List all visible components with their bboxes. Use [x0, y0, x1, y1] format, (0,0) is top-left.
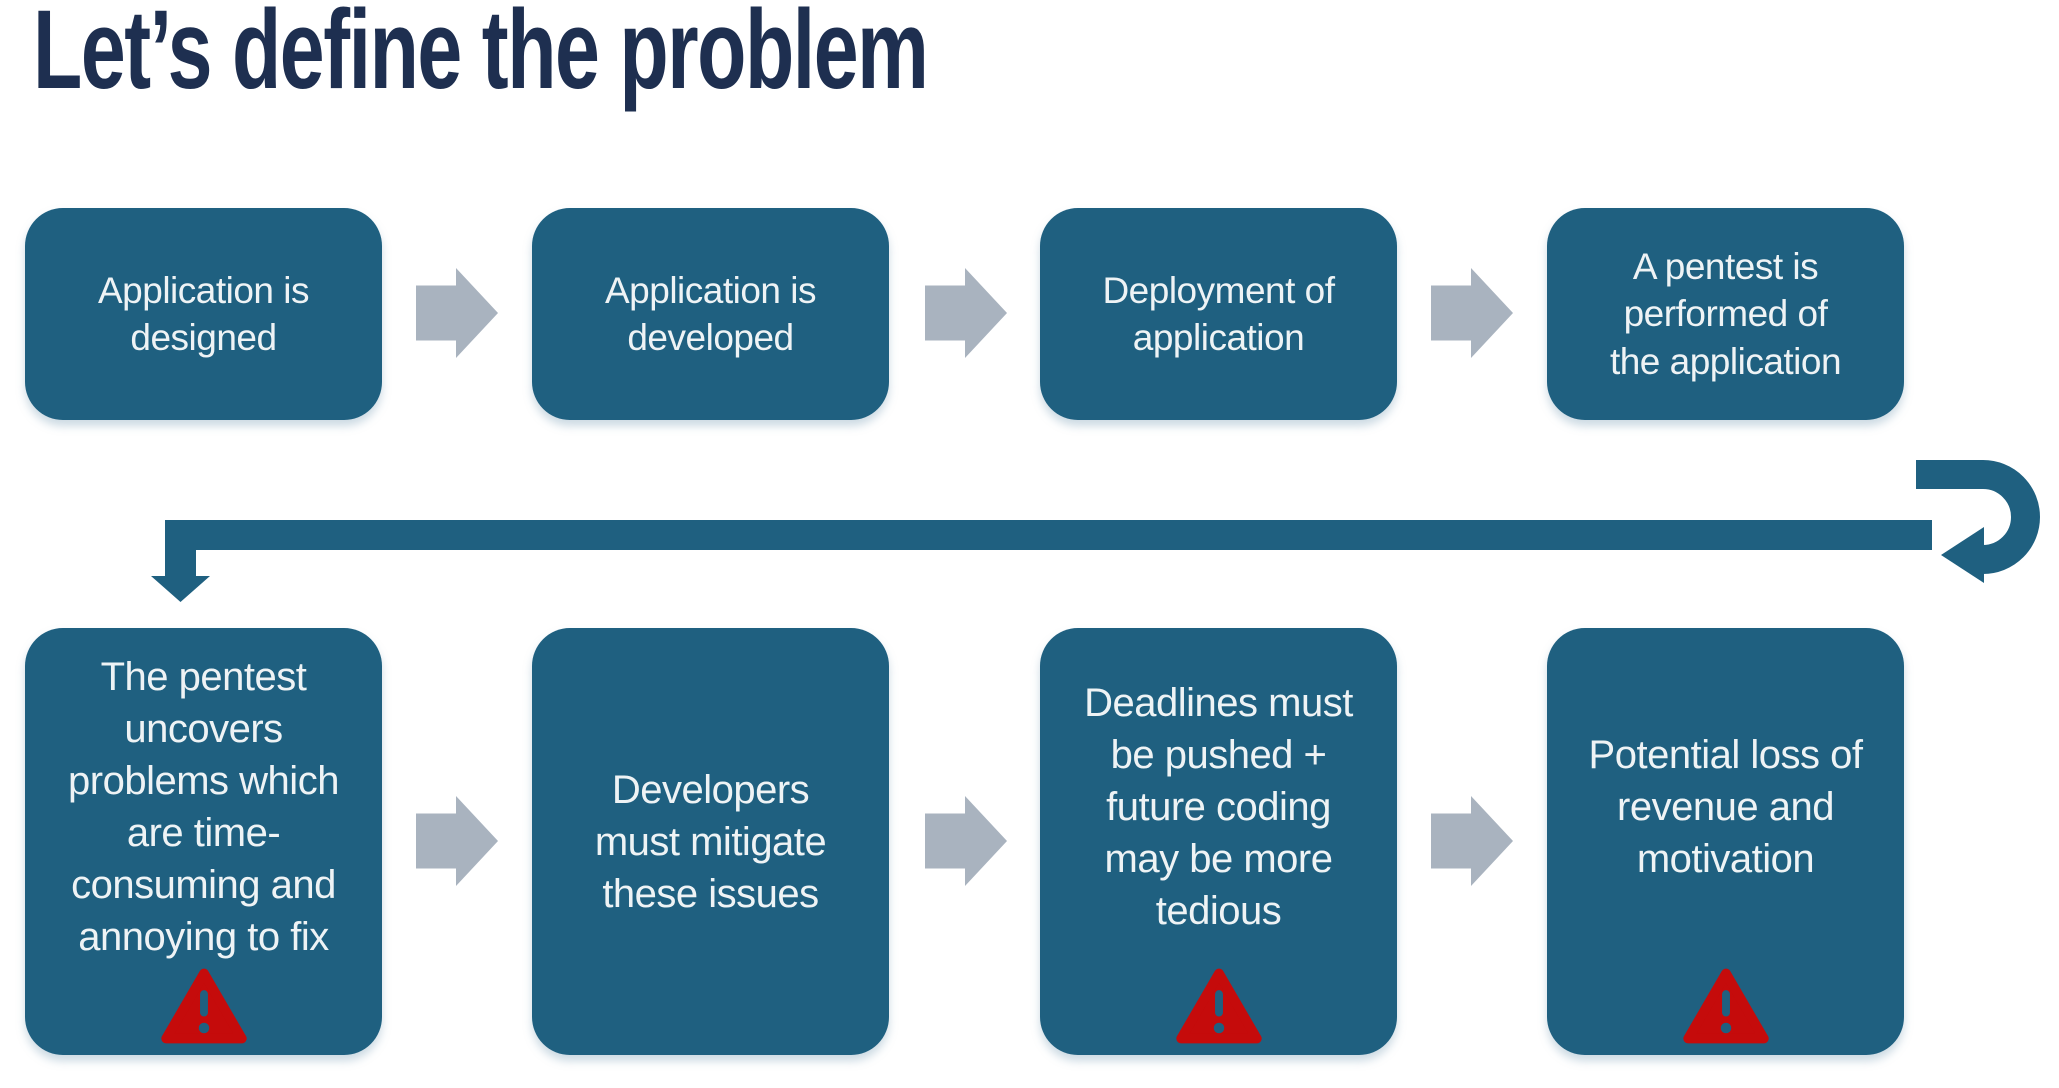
warning-triangle-icon [1682, 968, 1769, 1044]
flow-step-label: Potential loss of revenue and motivation [1588, 732, 1863, 881]
flow-step-develop: Application is developed [532, 208, 889, 420]
flow-step-label: Deployment of application [1102, 269, 1335, 358]
flow-step-deploy: Deployment of application [1040, 208, 1397, 420]
flow-step-label: Application is developed [604, 269, 817, 358]
flow-step-pentest-findings: The pentest uncovers problems which are … [25, 628, 382, 1055]
flow-step-label: Application is designed [97, 269, 310, 358]
page-title: Let’s define the problem [33, 0, 929, 112]
flow-step-mitigation: Developers must mitigate these issues [532, 628, 889, 1055]
right-block-arrow-icon [925, 268, 1007, 358]
flow-step-revenue-loss: Potential loss of revenue and motivation [1547, 628, 1904, 1055]
right-block-arrow-icon [416, 268, 498, 358]
flow-step-pentest: A pentest is performed of the applicatio… [1547, 208, 1904, 420]
flow-step-design: Application is designed [25, 208, 382, 420]
warning-triangle-icon [1175, 968, 1262, 1044]
right-block-arrow-icon [416, 796, 498, 886]
warning-triangle-icon [160, 968, 247, 1044]
right-block-arrow-icon [1431, 268, 1513, 358]
flow-step-deadlines: Deadlines must be pushed + future coding… [1040, 628, 1397, 1055]
right-block-arrow-icon [1431, 796, 1513, 886]
flow-step-label: Developers must mitigate these issues [594, 767, 827, 916]
flow-step-label: A pentest is performed of the applicatio… [1609, 245, 1842, 382]
flow-step-label: The pentest uncovers problems which are … [68, 654, 339, 959]
left-elbow-down-arrow-icon [151, 520, 1932, 602]
flow-step-label: Deadlines must be pushed + future coding… [1084, 680, 1353, 933]
u-turn-arrow-icon [1916, 460, 2040, 583]
right-block-arrow-icon [925, 796, 1007, 886]
